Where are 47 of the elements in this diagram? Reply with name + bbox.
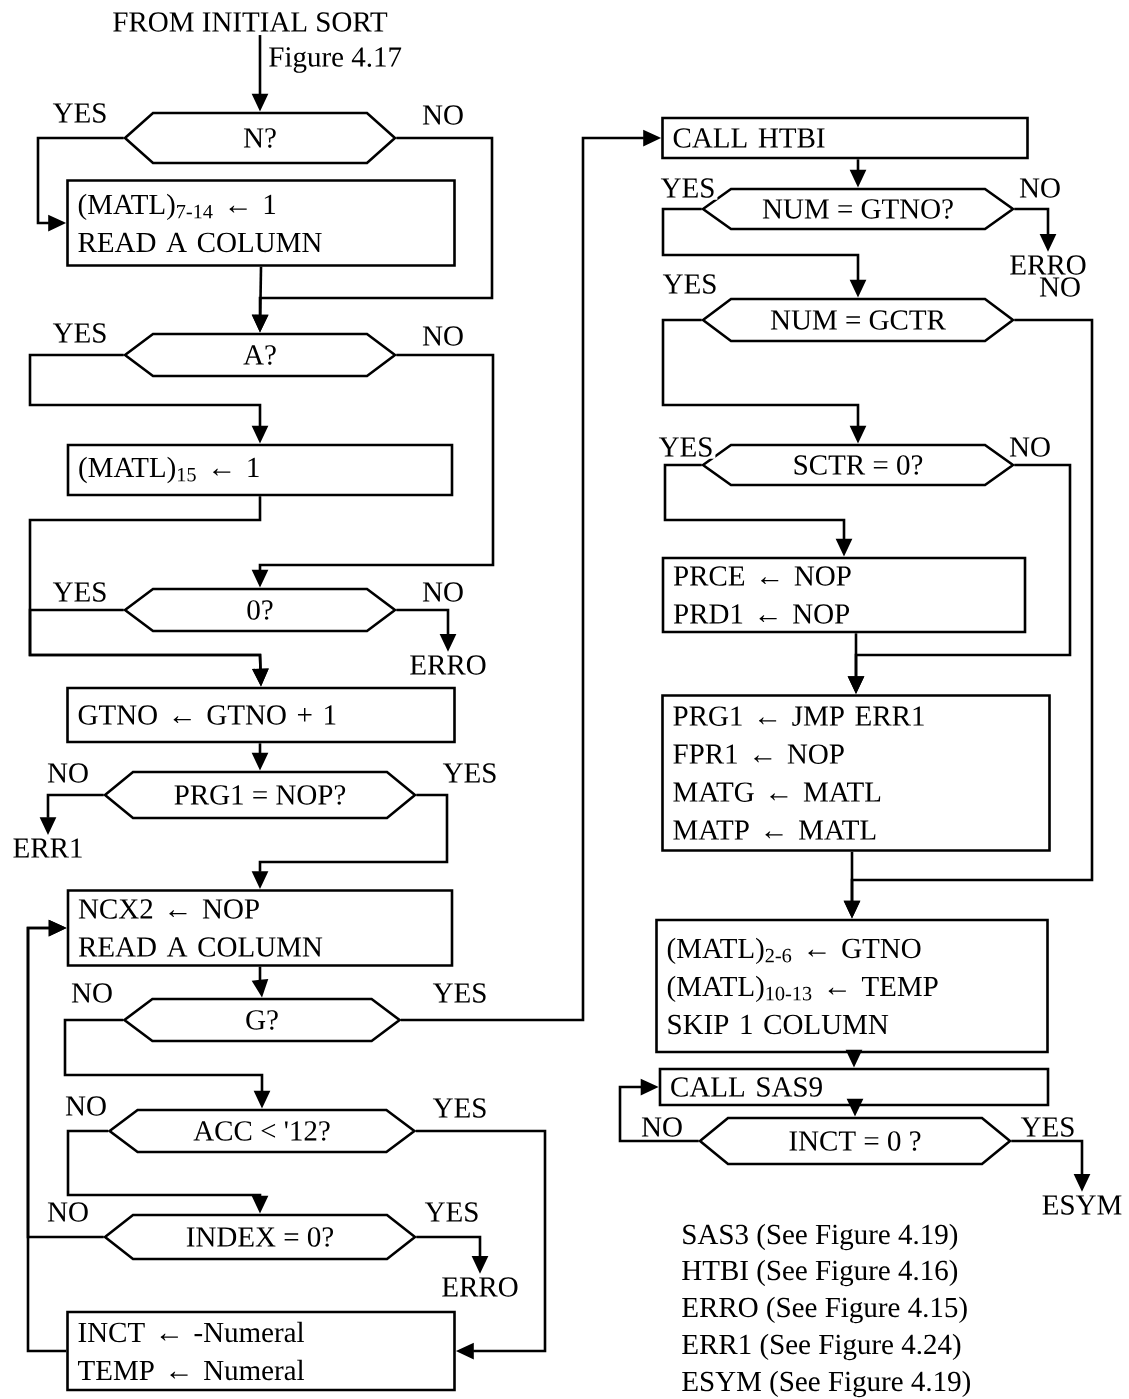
edge-label: NO	[45, 1200, 91, 1224]
process-box: (MATL)$_{2-6}$ ← GTNO (MATL)$_{10-13}$ ← TEMP SKIP 1 COLUMN	[655, 918, 1049, 1054]
note-text: ESYM (See Figure 4.19)	[682, 1370, 970, 1398]
edge-label: YES	[660, 272, 720, 296]
process-box: NCX2 ← NOP READ A COLUMN	[66, 889, 454, 967]
connector-text: ERR1	[13, 838, 82, 858]
edge-label: NO	[420, 580, 466, 604]
connector-text: ERRO	[410, 655, 486, 675]
edge-label: NO	[420, 324, 466, 348]
edge-label: YES	[430, 1096, 490, 1120]
edge-label: NO	[69, 981, 115, 1005]
connector-text: ERRO	[1010, 255, 1086, 275]
edge-label: NO	[1037, 275, 1083, 299]
edge-label: YES	[50, 101, 110, 125]
edge-label: YES	[440, 761, 500, 785]
edge-label: NO	[420, 103, 466, 127]
connector-text: FROM INITIAL SORT	[113, 12, 388, 32]
edge-label: Figure 4.17	[266, 45, 404, 75]
edge-label: NO	[63, 1094, 109, 1118]
note-text: ERRO (See Figure 4.15)	[682, 1296, 967, 1324]
process-box: (MATL)$_{15}$ ← 1	[66, 443, 454, 497]
process-box: (MATL)$_{7-14}$ ← 1 READ A COLUMN	[66, 179, 456, 267]
edge-label: NO	[1017, 176, 1063, 200]
edge-label: YES	[1018, 1115, 1078, 1139]
process-box: GTNO ← GTNO + 1	[66, 686, 456, 744]
edge-label: YES	[50, 321, 110, 345]
note-text: ERR1 (See Figure 4.24)	[682, 1333, 961, 1361]
note-text: HTBI (See Figure 4.16)	[682, 1259, 958, 1287]
edge-label: YES	[422, 1200, 482, 1224]
note-text: SAS3 (See Figure 4.19)	[683, 1223, 958, 1251]
connector-text: ESYM	[1042, 1195, 1122, 1215]
process-box: PRCE ← NOP PRD1 ← NOP	[661, 556, 1027, 634]
edge-label: NO	[639, 1115, 685, 1139]
edge-label: YES	[50, 580, 110, 604]
process-box: CALL HTBI	[661, 116, 1029, 160]
arrow	[415, 1129, 547, 1360]
edge-label: YES	[430, 981, 490, 1005]
process-box: PRG1 ← JMP ERR1 FPR1 ← NOP MATG ← MATL MATP ← MATL	[661, 694, 1051, 852]
edge-label: NO	[45, 761, 91, 785]
edge-label: YES	[656, 435, 716, 459]
decision-hexagon: N?	[123, 111, 397, 165]
process-box: INCT ← -Numeral TEMP ← Numeral	[66, 1310, 456, 1392]
edge-label: YES	[658, 176, 718, 200]
arrow	[618, 1078, 699, 1143]
connector-text: ERRO	[442, 1277, 518, 1297]
arrow	[26, 919, 104, 1239]
process-box: CALL SAS9	[658, 1067, 1050, 1107]
